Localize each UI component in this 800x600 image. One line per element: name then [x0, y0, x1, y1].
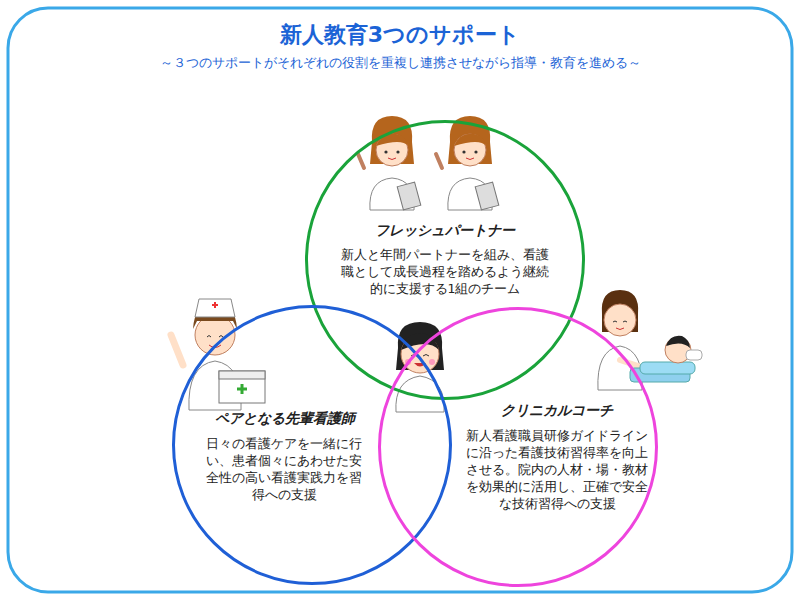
coach-with-patient: [598, 290, 702, 390]
circle-line: [380, 309, 657, 586]
circle-heading: フレッシュパートナー: [330, 222, 560, 240]
circle-body: 日々の看護ケアを一緒に行い、患者個々にあわせた安全性の高い看護実践力を習得への支…: [200, 436, 368, 504]
circle-line: [174, 307, 451, 584]
circle-heading: ペアとなる先輩看護師: [200, 410, 370, 428]
support-circle: クリニカルコーチ新人看護職員研修ガイドラインに沿った看護技術習得率を向上させる。…: [378, 307, 658, 587]
circle-heading: クリニカルコーチ: [462, 402, 652, 420]
subtitle: ～３つのサポートがそれぞれの役割を重複し連携させながら指導・教育を進める～: [0, 54, 800, 72]
frame: [8, 8, 792, 592]
title: 新人教育3つのサポート: [0, 20, 800, 50]
circle-body: 新人と年間パートナーを組み、看護職として成長過程を踏めるよう継続的に支援する1組…: [338, 247, 552, 298]
nurse-pair: [358, 116, 499, 210]
support-circle: フレッシュパートナー新人と年間パートナーを組み、看護職として成長過程を踏めるよう…: [305, 120, 585, 400]
circle-body: 新人看護職員研修ガイドラインに沿った看護技術習得率を向上させる。院内の人材・場・…: [464, 428, 650, 512]
circle-line: [307, 122, 584, 399]
support-circle: ペアとなる先輩看護師日々の看護ケアを一緒に行い、患者個々にあわせた安全性の高い看…: [172, 305, 452, 585]
